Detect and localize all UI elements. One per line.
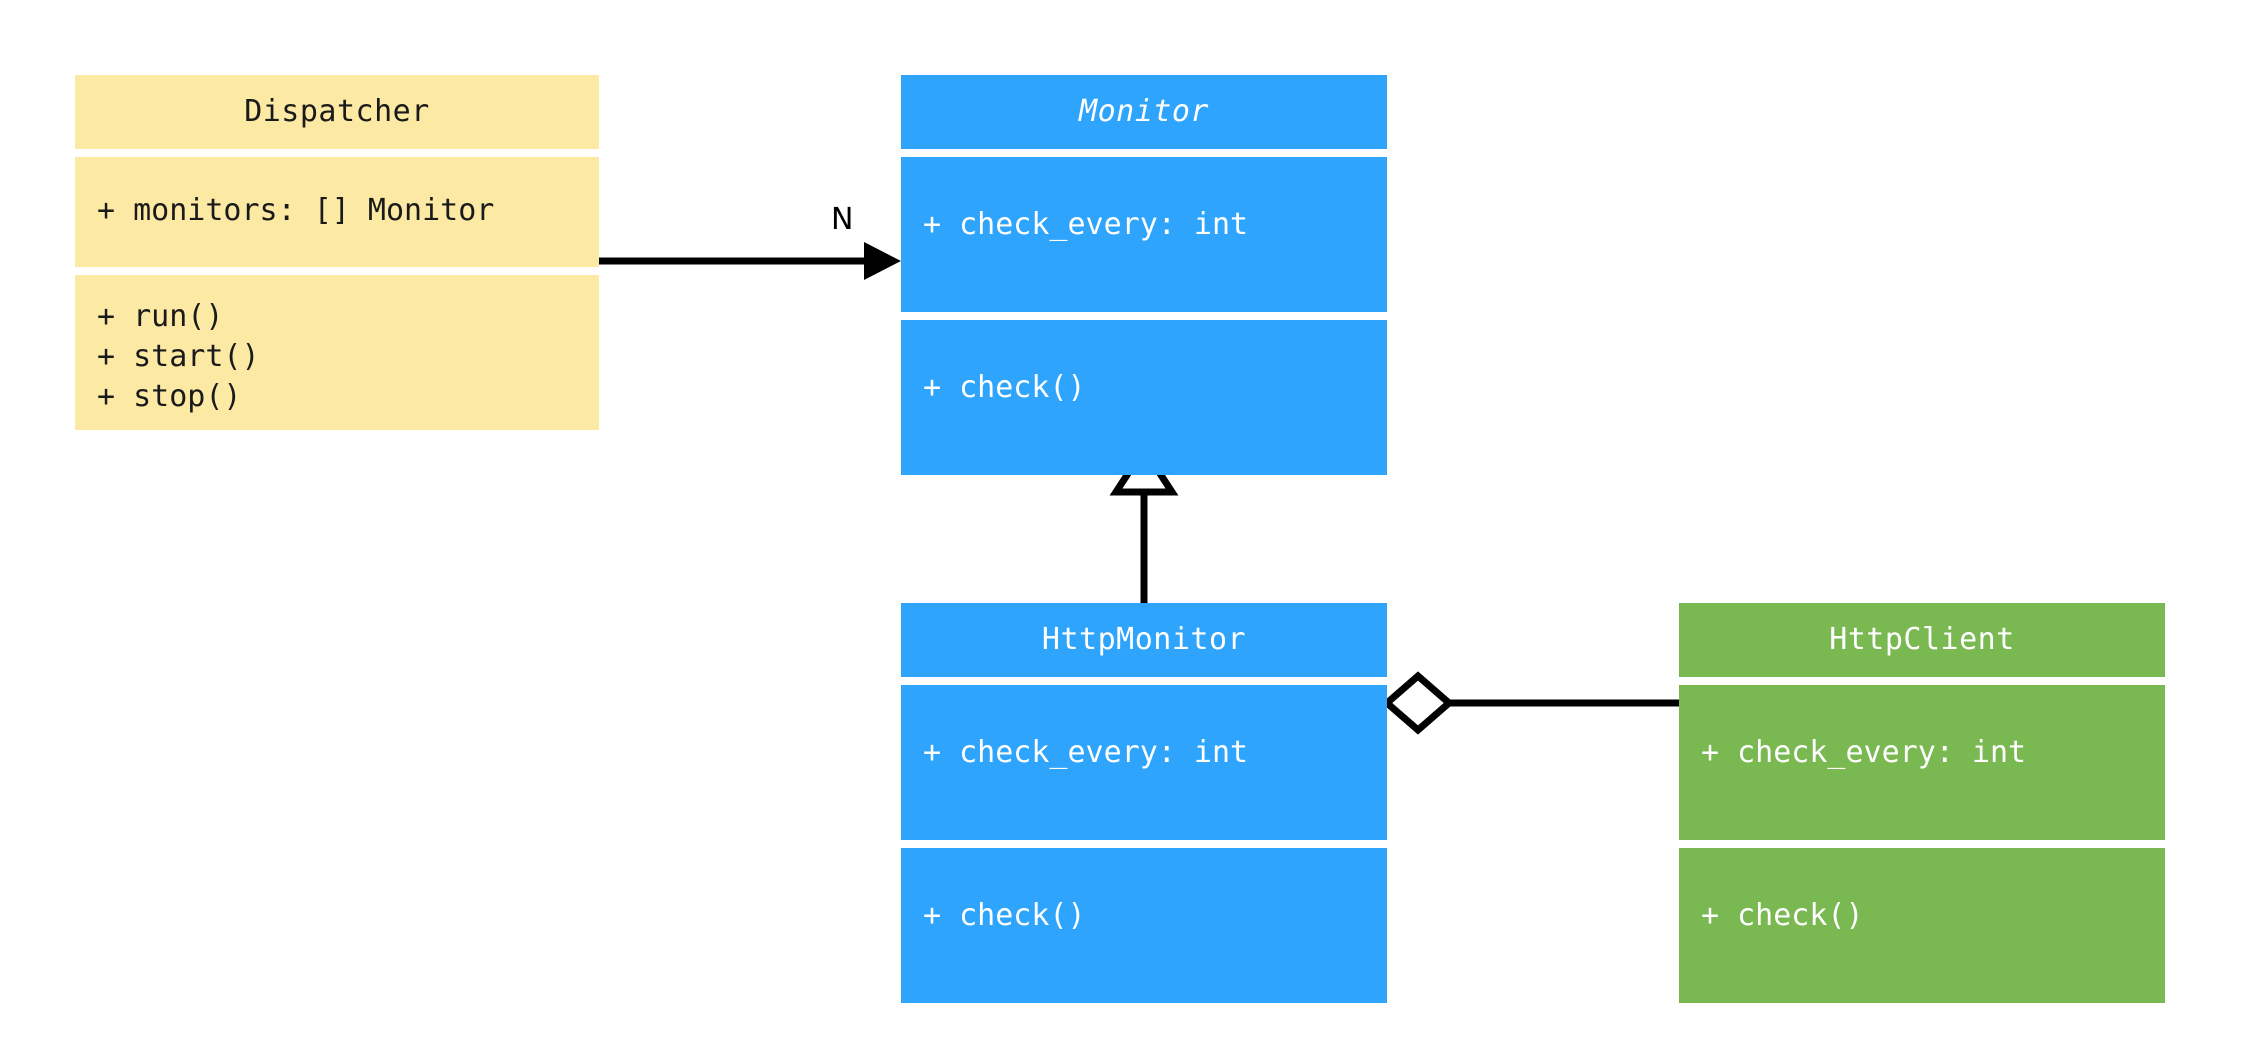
method-row: + stop(): [97, 378, 242, 414]
methods-compartment-httpmonitor: + check(): [901, 848, 1387, 1003]
hollow-diamond-icon: [1381, 671, 1455, 735]
class-box-httpclient[interactable]: HttpClient + check_every: int + check(): [1679, 603, 2165, 1003]
attribute-row: + check_every: int: [1701, 735, 2027, 770]
method-row: + check(): [1701, 898, 1864, 933]
attribute-row: + check_every: int: [923, 735, 1249, 770]
filled-arrowhead-icon: [864, 242, 901, 280]
class-box-httpmonitor[interactable]: HttpMonitor + check_every: int + check(): [901, 603, 1387, 1003]
class-name-httpclient: HttpClient: [1679, 603, 2165, 677]
attribute-row: + monitors: [] Monitor: [97, 193, 495, 228]
method-row: + run(): [97, 299, 224, 334]
class-name-monitor: Monitor: [901, 75, 1387, 149]
method-row: + check(): [923, 370, 1086, 405]
aggregation-httpmonitor-to-httpclient: [1381, 671, 1679, 735]
methods-compartment-dispatcher: + run() + start() + stop(): [75, 275, 599, 430]
attribute-row: + check_every: int: [923, 207, 1249, 242]
attributes-compartment-monitor: + check_every: int: [901, 157, 1387, 312]
class-name-httpmonitor: HttpMonitor: [901, 603, 1387, 677]
methods-compartment-monitor: + check(): [901, 320, 1387, 475]
attributes-compartment-dispatcher: + monitors: [] Monitor: [75, 157, 599, 267]
class-box-dispatcher[interactable]: Dispatcher + monitors: [] Monitor + run(…: [75, 75, 599, 430]
methods-compartment-httpclient: + check(): [1679, 848, 2165, 1003]
method-row: + check(): [923, 898, 1086, 933]
class-box-monitor[interactable]: Monitor + check_every: int + check(): [901, 75, 1387, 475]
attributes-compartment-httpmonitor: + check_every: int: [901, 685, 1387, 840]
attributes-compartment-httpclient: + check_every: int: [1679, 685, 2165, 840]
association-multiplicity-label: N: [831, 202, 854, 237]
class-name-dispatcher: Dispatcher: [75, 75, 599, 149]
method-row: + start(): [97, 338, 260, 374]
association-dispatcher-to-monitor: [599, 242, 901, 280]
